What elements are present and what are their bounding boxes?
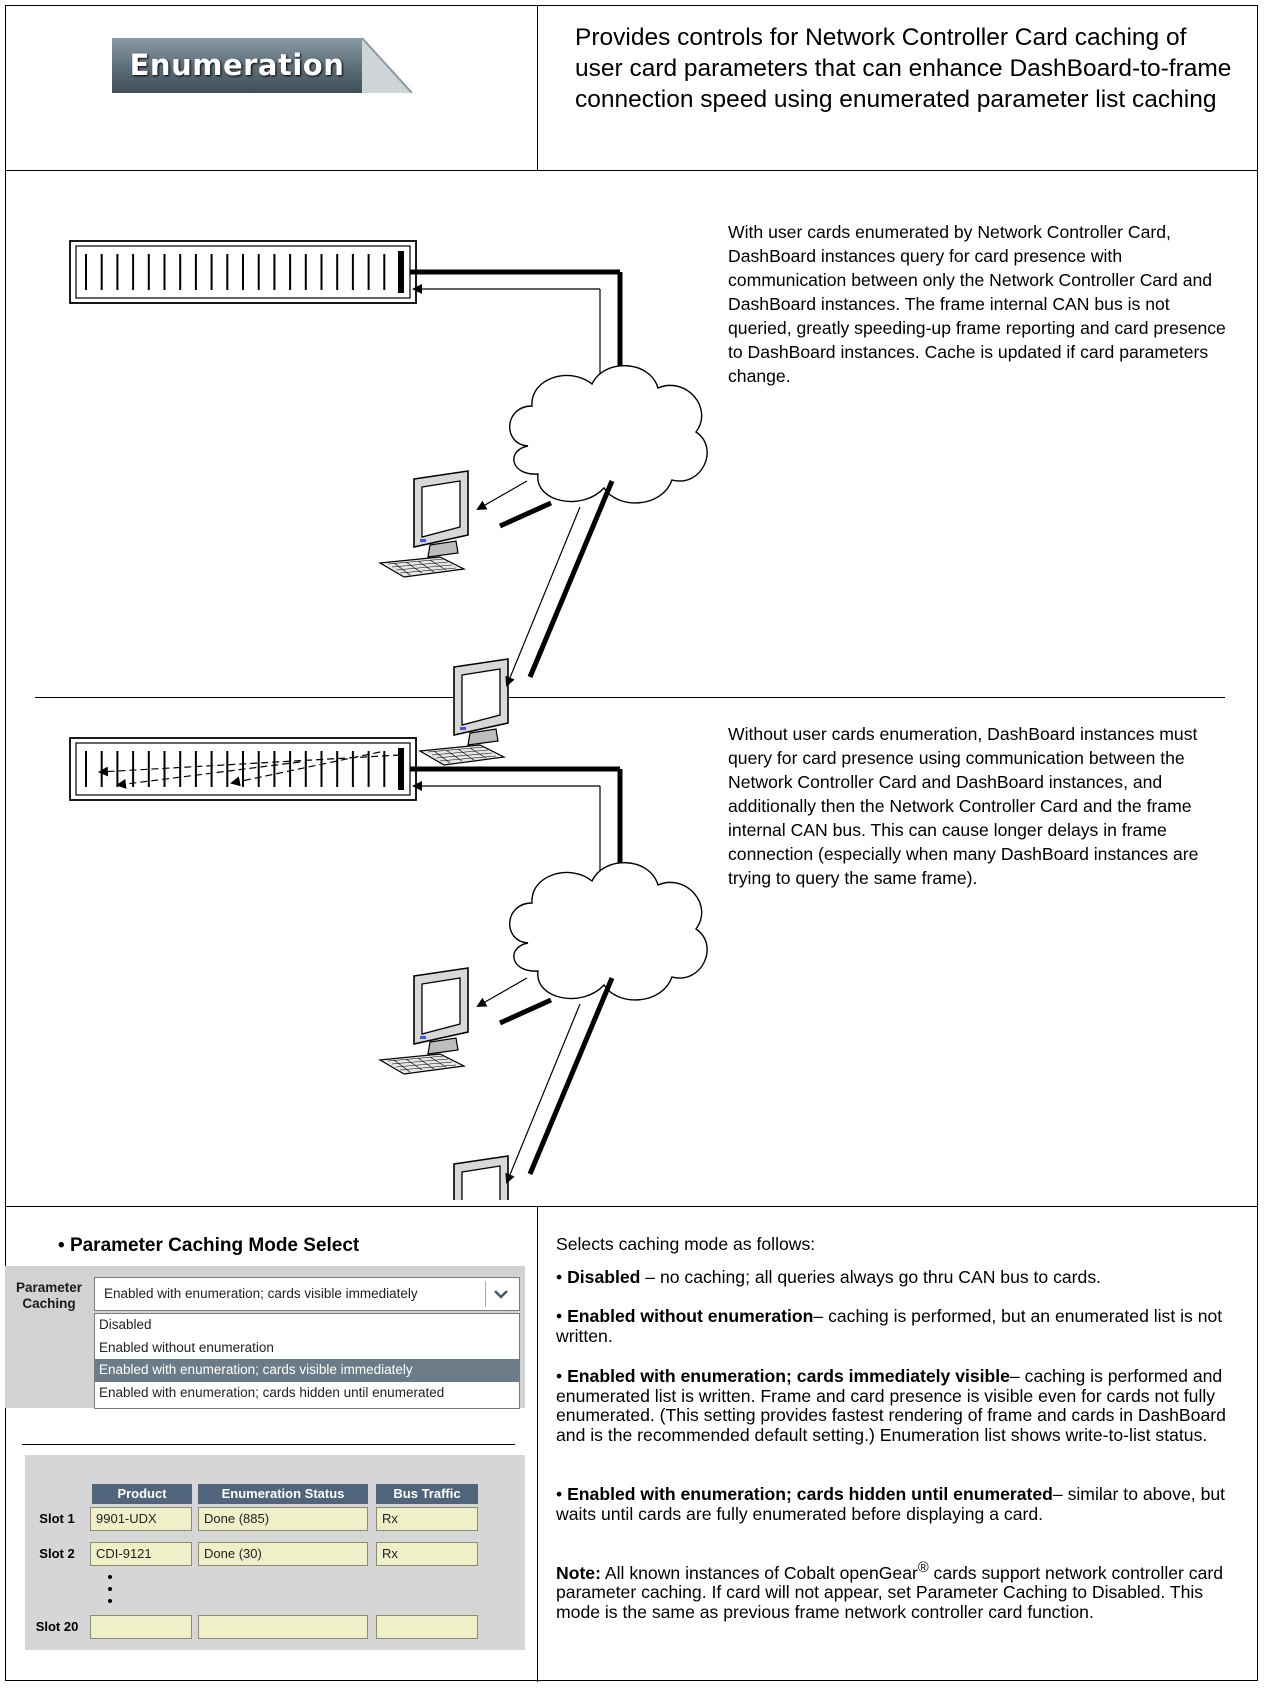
column-enumeration-status: Enumeration Status [198,1484,368,1504]
without-enumeration-text: Without user cards enumeration, DashBoar… [728,724,1199,888]
with-enumeration-text: With user cards enumerated by Network Co… [728,222,1226,386]
chevron-down-icon[interactable] [485,1281,516,1307]
ellipsis-dot [108,1575,112,1579]
option-enabled-visible-immediately[interactable]: Enabled with enumeration; cards visible … [95,1359,519,1382]
with-thick-link [527,480,615,678]
without-thick-link [527,977,615,1175]
product-cell [90,1615,192,1639]
with-thin-link [505,506,581,687]
traffic-cell [376,1615,478,1639]
mode-item: • Disabled – no caching; all queries alw… [556,1267,1102,1287]
without-thin-link [476,977,528,1007]
without-can-query-arrow [116,761,301,789]
with-thin-link [476,480,528,510]
without-controller-card [398,748,404,790]
caching-options-list: Disabled Enabled without enumeration Ena… [94,1313,520,1409]
caching-mode-select[interactable]: Enabled with enumeration; cards visible … [94,1277,520,1311]
status-cell: Done (30) [198,1542,368,1566]
traffic-cell: Rx [376,1507,478,1531]
caching-bullet-title: • Parameter Caching Mode Select [58,1235,360,1256]
page-frame [5,5,1258,1681]
with-computer [378,470,469,578]
ellipsis-dot [108,1587,112,1591]
column-bus-traffic: Bus Traffic [376,1484,478,1504]
without-can-query-arrow [230,751,381,787]
note-paragraph: Note: All known instances of Cobalt open… [556,1560,1224,1622]
option-enabled-without-enumeration[interactable]: Enabled without enumeration [99,1339,274,1355]
without-can-query-arrow [98,754,401,777]
without-computer [453,1155,509,1200]
footer-divider [5,1206,1258,1207]
product-cell: 9901-UDX [90,1507,192,1531]
header-column-divider [537,5,538,171]
ellipsis-dot [108,1599,112,1603]
status-cell: Done (885) [198,1507,368,1531]
mode-item: • Enabled with enumeration; cards hidden… [556,1484,1226,1524]
column-product: Product [92,1484,192,1504]
traffic-cell: Rx [376,1542,478,1566]
panel-divider [22,1444,515,1445]
mode-item: • Enabled with enumeration; cards immedi… [556,1366,1226,1445]
diagram-divider [35,697,1225,698]
header-divider [5,170,1258,171]
option-disabled[interactable]: Disabled [99,1317,152,1332]
without-thin-link [505,1003,581,1184]
caching-select-value: Enabled with enumeration; cards visible … [104,1286,418,1301]
modes-intro: Selects caching mode as follows: [556,1234,816,1254]
product-cell: CDI-9121 [90,1542,192,1566]
without-computer [378,967,469,1075]
with-controller-card [398,251,404,293]
footer-column-divider [537,1206,538,1682]
status-cell [198,1615,368,1639]
with-thick-link [498,500,553,529]
enumeration-tab-label: Enumeration [129,48,345,82]
slot-label: Slot 20 [35,1619,79,1634]
caching-label: Parameter Caching [15,1280,83,1311]
slot-label: Slot 2 [39,1546,75,1561]
enumeration-tab: Enumeration [112,38,412,93]
slot-label: Slot 1 [39,1511,75,1526]
with-network-cloud [509,365,708,504]
with-computer [418,658,509,766]
diagram-with-enumeration [69,240,708,1200]
without-thick-link [498,997,553,1026]
option-enabled-hidden-until-enumerated[interactable]: Enabled with enumeration; cards hidden u… [99,1384,445,1400]
header-description: Provides controls for Network Controller… [575,24,1232,113]
mode-item: • Enabled without enumeration– caching i… [556,1306,1223,1346]
without-network-cloud [509,862,708,1001]
